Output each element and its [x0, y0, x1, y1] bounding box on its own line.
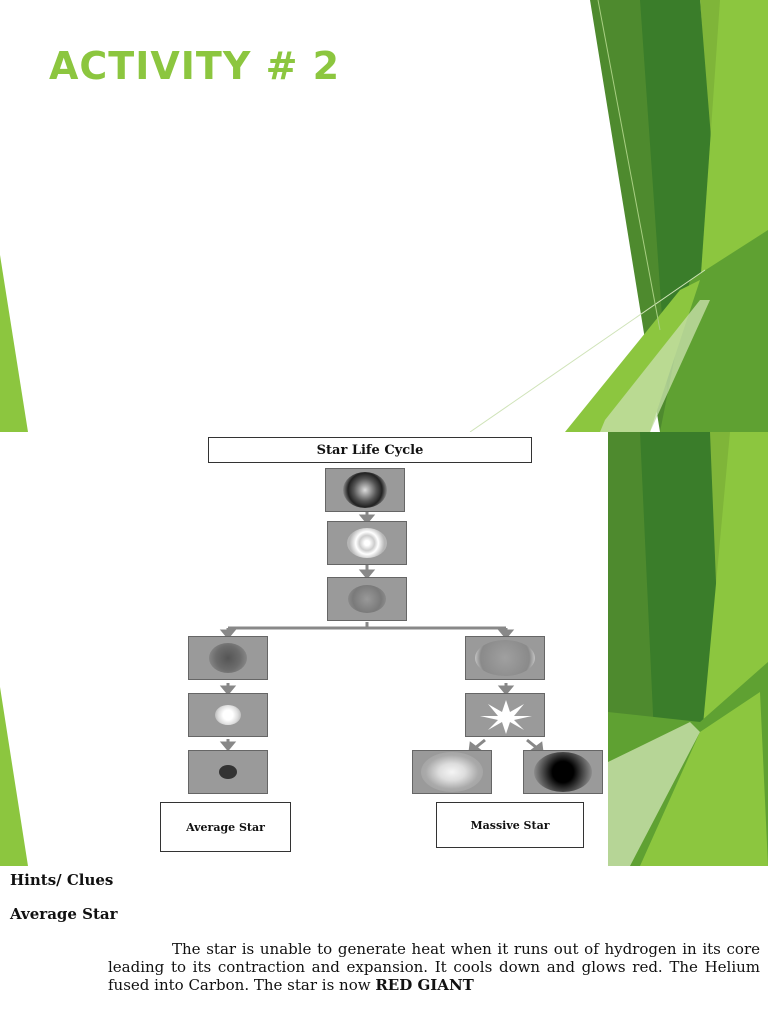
stage-planetary-nebula [188, 693, 268, 737]
green-decoration-shapes-2 [0, 432, 768, 866]
slide-diagram: Star Life Cycle [0, 432, 768, 866]
green-decoration-shapes [0, 0, 768, 432]
supernova-burst-icon [480, 700, 532, 734]
diagram-connectors [219, 512, 544, 754]
stage-average-red-giant [188, 636, 268, 680]
stage-main-sequence [327, 577, 407, 621]
label-average-star: Average Star [160, 802, 291, 852]
stage-neutron-star [412, 750, 492, 794]
average-star-paragraph: The star is unable to generate heat when… [108, 940, 760, 994]
star-life-cycle-diagram: Star Life Cycle [0, 432, 610, 866]
slide-title-text: ACTIVITY # 2 [49, 44, 341, 88]
stage-red-supergiant [465, 636, 545, 680]
label-massive-star: Massive Star [436, 802, 584, 848]
stage-supernova [465, 693, 545, 737]
hints-heading: Hints/ Clues [10, 871, 114, 889]
stage-black-hole [523, 750, 603, 794]
stage-protostar [327, 521, 407, 565]
hints-section: Hints/ Clues Average Star The star is un… [0, 866, 768, 1024]
stage-white-dwarf [188, 750, 268, 794]
paragraph-text: The star is unable to generate heat when… [108, 940, 760, 994]
diagram-title: Star Life Cycle [208, 437, 532, 463]
stage-nebula [325, 468, 405, 512]
slide-title: ACTIVITY # 2 [0, 0, 768, 432]
paragraph-bold-term: RED GIANT [375, 976, 474, 994]
average-star-heading: Average Star [10, 905, 118, 923]
